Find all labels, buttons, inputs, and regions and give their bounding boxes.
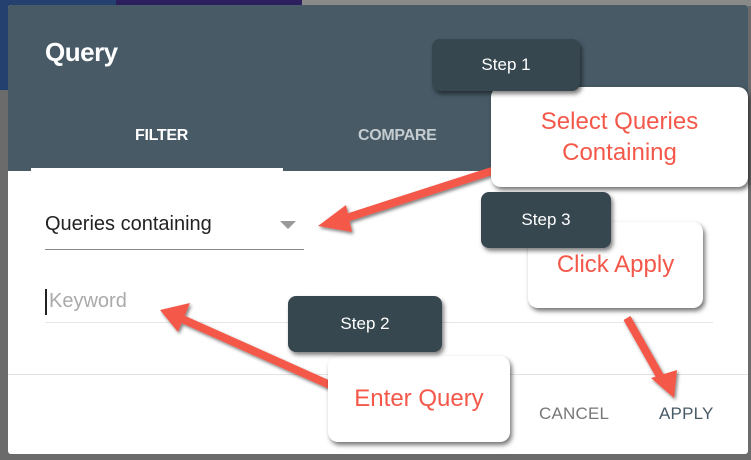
text-cursor (45, 289, 47, 315)
callout-select-queries: Select Queries Containing (491, 87, 748, 187)
cancel-button[interactable]: CANCEL (539, 404, 610, 423)
tab-compare[interactable]: COMPARE (358, 127, 437, 144)
arrow-to-select (318, 166, 497, 232)
step-3-label: Step 3 (481, 192, 611, 248)
tab-filter[interactable]: FILTER (135, 127, 189, 144)
filter-type-value: Queries containing (45, 213, 212, 235)
keyword-placeholder: Keyword (49, 290, 127, 312)
dropdown-caret-icon (280, 221, 296, 229)
background-page-bar (116, 0, 302, 6)
step-1-label: Step 1 (432, 39, 580, 91)
filter-type-select[interactable]: Queries containing (45, 205, 304, 250)
arrow-to-keyword (160, 303, 332, 389)
step-2-label: Step 2 (288, 296, 442, 352)
callout-enter-query: Enter Query (328, 356, 510, 442)
background-page-bar (302, 0, 751, 6)
dialog-title: Query (45, 37, 118, 67)
apply-button[interactable]: APPLY (659, 404, 714, 423)
active-tab-indicator (31, 168, 283, 172)
arrow-to-apply (623, 316, 677, 398)
